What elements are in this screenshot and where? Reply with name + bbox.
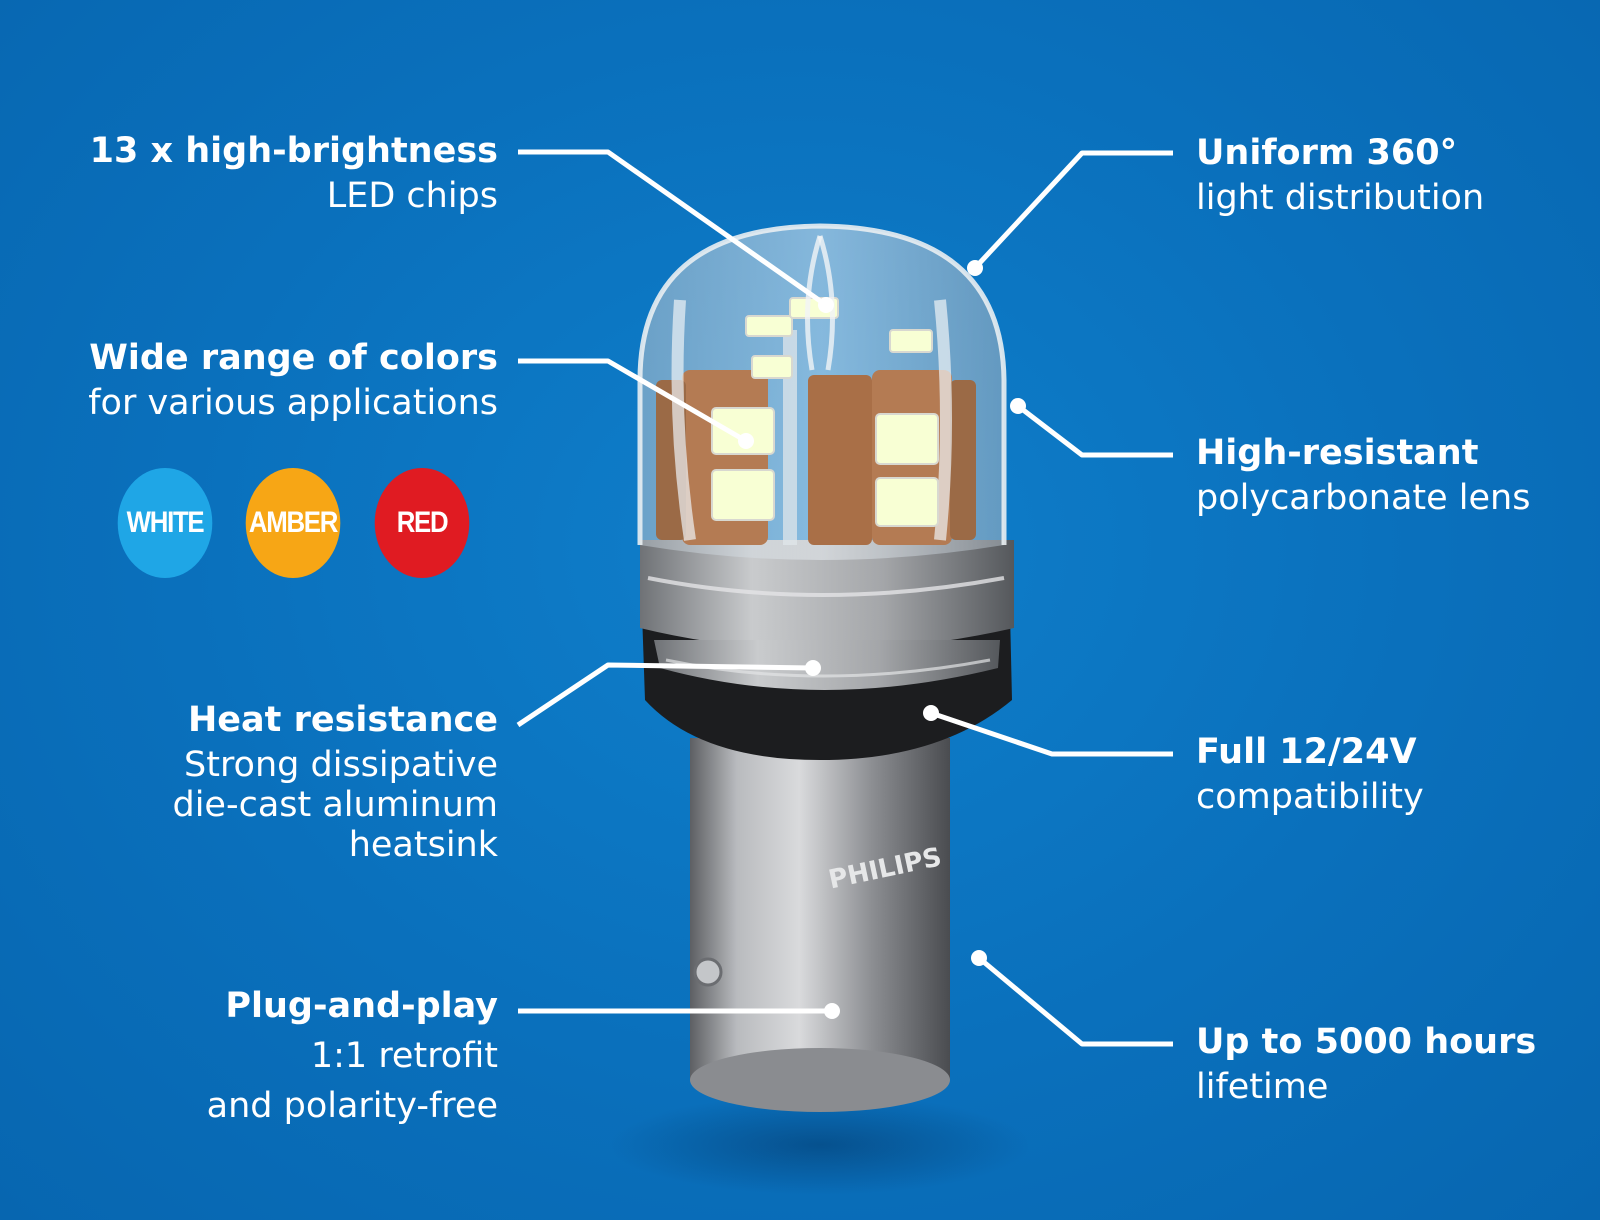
feature-colors: Wide range of colors for various applica… [0,333,498,423]
callout-line-lifetime [977,956,1173,1047]
feature-title: Plug-and-play [225,986,498,1026]
callout-line-heat [516,662,814,728]
feature-lifetime: Up to 5000 hours lifetime [1196,1017,1576,1107]
callout-line-led-chips [518,149,828,308]
callout-line-colors [518,358,748,444]
feature-polycarbonate-lens: High-resistant polycarbonate lens [1196,428,1576,518]
feature-led-chips: 13 x high-brightness LED chips [0,126,498,216]
feature-description: 1:1 retrofit and polarity-free [206,1036,498,1126]
feature-description: light distribution [1196,178,1485,218]
feature-title: Up to 5000 hours [1196,1022,1537,1062]
feature-title: Wide range of colors [89,338,498,378]
color-chip-amber: AMBER [245,468,341,578]
feature-description: Strong dissipative die-cast aluminum hea… [172,745,498,865]
feature-title: High-resistant [1196,433,1479,473]
feature-description: for various applications [88,383,498,423]
color-chip-white: WHITE [117,468,213,578]
color-options: WHITE AMBER RED [110,468,490,580]
feature-title: Heat resistance [188,700,498,740]
callout-line-uniform [973,150,1173,270]
feature-description: LED chips [326,176,498,216]
feature-title: Full 12/24V [1196,732,1417,772]
feature-description: lifetime [1196,1067,1329,1107]
feature-description: compatibility [1196,777,1424,817]
feature-uniform-distribution: Uniform 360° light distribution [1196,128,1576,218]
callout-line-lens [1016,404,1173,458]
callout-line-voltage [930,710,1173,757]
feature-voltage-compatibility: Full 12/24V compatibility [1196,727,1576,817]
feature-title: Uniform 360° [1196,133,1458,173]
feature-heat-resistance: Heat resistance Strong dissipative die-c… [0,695,498,865]
color-chip-red: RED [374,468,470,578]
feature-description: polycarbonate lens [1196,478,1531,518]
feature-plug-and-play: Plug-and-play 1:1 retrofit and polarity-… [0,981,498,1131]
feature-title: 13 x high-brightness [89,131,498,171]
